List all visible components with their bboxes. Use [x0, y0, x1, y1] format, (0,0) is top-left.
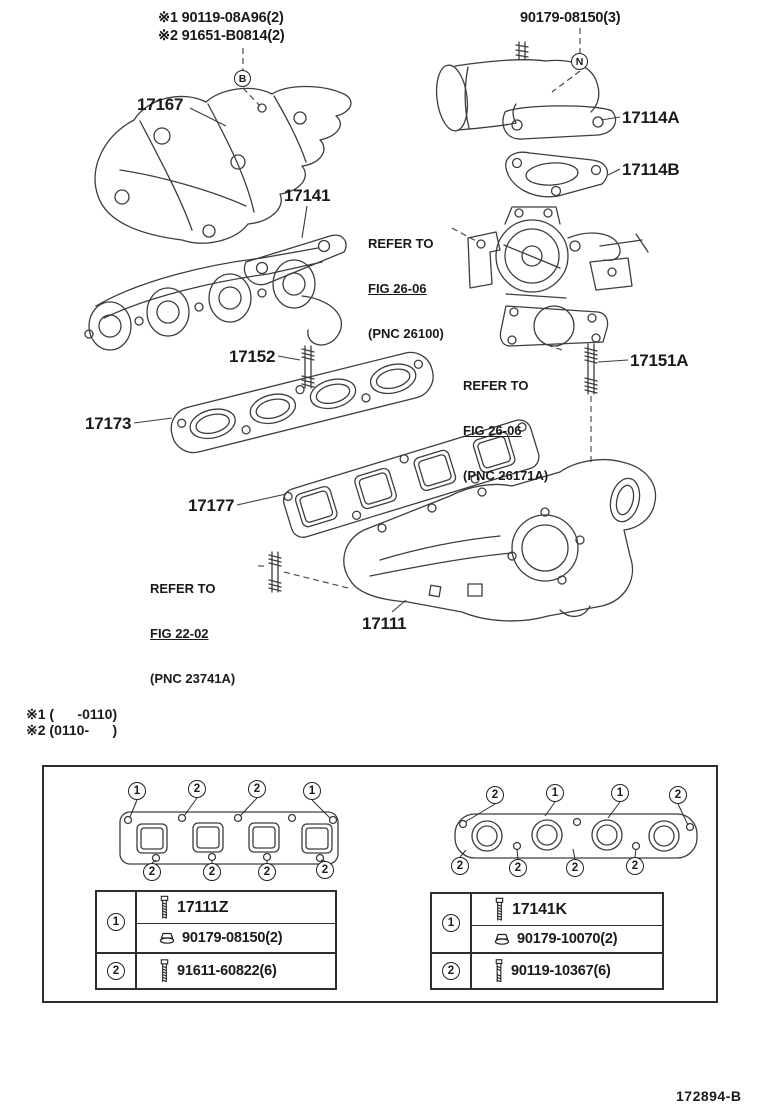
callout-number: 2 [316, 861, 334, 879]
callout-number: 1 [611, 784, 629, 802]
part-label-17141: 17141 [284, 186, 331, 205]
dashed-leader-lines [242, 28, 592, 589]
table-parts-cell: 90119-10367(6) [472, 952, 662, 988]
gasket-17173-drawing [170, 351, 434, 454]
flange-nut-icon [494, 933, 510, 946]
intake-manifold-drawing [343, 459, 657, 622]
callout-number: 2 [188, 780, 206, 798]
callout-number: 1 [128, 782, 146, 800]
callout-number: 2 [143, 863, 161, 881]
callout-letter-b: B [234, 70, 251, 87]
gasket-17114B-drawing [505, 151, 609, 198]
refer-line: REFER TO [463, 378, 529, 393]
hardware-note-1: ※1 90119-08A96(2) [158, 10, 284, 26]
table-parts-cell: 91611-60822(6) [137, 952, 335, 988]
gasket-26171A-drawing [499, 305, 609, 347]
hardware-part-number: 90119-10367(6) [511, 963, 611, 979]
table-row: 17141K [472, 894, 662, 925]
callout-number: 2 [248, 780, 266, 798]
stud-bolt-icon [494, 959, 504, 983]
table-callout-cell: 1 [97, 892, 137, 952]
legend-right-gasket-drawing [454, 813, 698, 859]
refer-line: FIG 26-06 [463, 423, 522, 438]
bolt-icon [159, 895, 170, 920]
callout-number: 1 [442, 914, 460, 932]
refer-line: (PNC 26171A) [463, 468, 549, 483]
refer-line: REFER TO [368, 236, 434, 251]
bolt-icon [159, 959, 170, 983]
callout-letter-n: N [571, 53, 588, 70]
table-callout-cell: 2 [97, 952, 137, 988]
table-row: 90179-10070(2) [472, 925, 662, 952]
callout-number: 2 [107, 962, 125, 980]
refer-line: FIG 26-06 [368, 281, 427, 296]
hardware-part-number: 91611-60822(6) [177, 963, 277, 979]
stud-23741A-drawing [268, 551, 282, 593]
applicability-note-2: ※2 (0110- ) [26, 722, 118, 738]
part-label-17167: 17167 [137, 95, 184, 114]
refer-block-gasket: REFER TO FIG 26-06 (PNC 26171A) [463, 348, 548, 513]
part-label-17111: 17111 [362, 614, 407, 633]
callout-number: 2 [451, 857, 469, 875]
parts-table-right: 1 17141K [430, 892, 664, 990]
kit-part-number: 17141K [512, 900, 567, 918]
callout-number: 2 [258, 863, 276, 881]
table-parts-cell: 17141K 90179-10070(2) [472, 894, 662, 952]
refer-line: REFER TO [150, 581, 216, 596]
refer-line: (PNC 23741A) [150, 671, 236, 686]
refer-block-throttle: REFER TO FIG 26-06 (PNC 26100) [368, 206, 444, 371]
part-label-17177: 17177 [188, 496, 235, 515]
gasket-17177-drawing [282, 419, 540, 538]
callout-number: 2 [442, 962, 460, 980]
flange-nut-icon [159, 932, 175, 945]
table-row: 17111Z [137, 892, 335, 923]
part-label-17114a: 17114A [622, 108, 680, 127]
callout-number: 1 [546, 784, 564, 802]
hardware-note-2: ※2 91651-B0814(2) [158, 28, 285, 44]
callout-number: 1 [107, 913, 125, 931]
part-label-17114b: 17114B [622, 160, 680, 179]
table-parts-cell: 17111Z 90179-08150(2) [137, 892, 335, 952]
kit-part-number: 17111Z [177, 898, 229, 916]
table-row: 91611-60822(6) [137, 954, 335, 988]
callout-leader-lines [129, 797, 689, 864]
hardware-part-number: 90179-10070(2) [517, 931, 618, 947]
callout-number: 2 [509, 859, 527, 877]
table-row: 90119-10367(6) [472, 954, 662, 988]
legend-left-gasket-drawing [119, 811, 339, 865]
heat-shield-drawing [94, 85, 352, 244]
part-label-17173: 17173 [85, 414, 132, 433]
air-connector-drawing [435, 41, 617, 140]
stud-17152-drawing [301, 345, 315, 389]
refer-line: (PNC 26100) [368, 326, 444, 341]
table-callout-cell: 1 [432, 894, 472, 952]
refer-block-stud: REFER TO FIG 22-02 (PNC 23741A) [150, 551, 235, 716]
applicability-note-1: ※1 ( -0110) [26, 706, 118, 722]
table-row: 90179-08150(2) [137, 923, 335, 952]
leader-lines [133, 107, 629, 613]
exhaust-manifold-drawing [84, 234, 347, 351]
callout-number: 2 [486, 786, 504, 804]
refer-line: FIG 22-02 [150, 626, 209, 641]
parts-table-left: 1 17111Z [95, 890, 337, 990]
throttle-body-drawing [467, 206, 649, 299]
callout-number: 1 [303, 782, 321, 800]
part-label-17152: 17152 [229, 347, 276, 366]
stud-17151A-drawing [584, 343, 598, 395]
callout-number: 2 [626, 857, 644, 875]
bolt-icon [494, 897, 505, 922]
callout-number: 2 [203, 863, 221, 881]
gasket-kit-legend-box [42, 765, 718, 1003]
part-label-17151a: 17151A [630, 351, 689, 370]
table-callout-cell: 2 [432, 952, 472, 988]
part-label-90179-08150: 90179-08150(3) [520, 10, 621, 26]
callout-number: 2 [566, 859, 584, 877]
hardware-part-number: 90179-08150(2) [182, 930, 283, 946]
callout-number: 2 [669, 786, 687, 804]
drawing-number: 172894-B [676, 1088, 742, 1104]
